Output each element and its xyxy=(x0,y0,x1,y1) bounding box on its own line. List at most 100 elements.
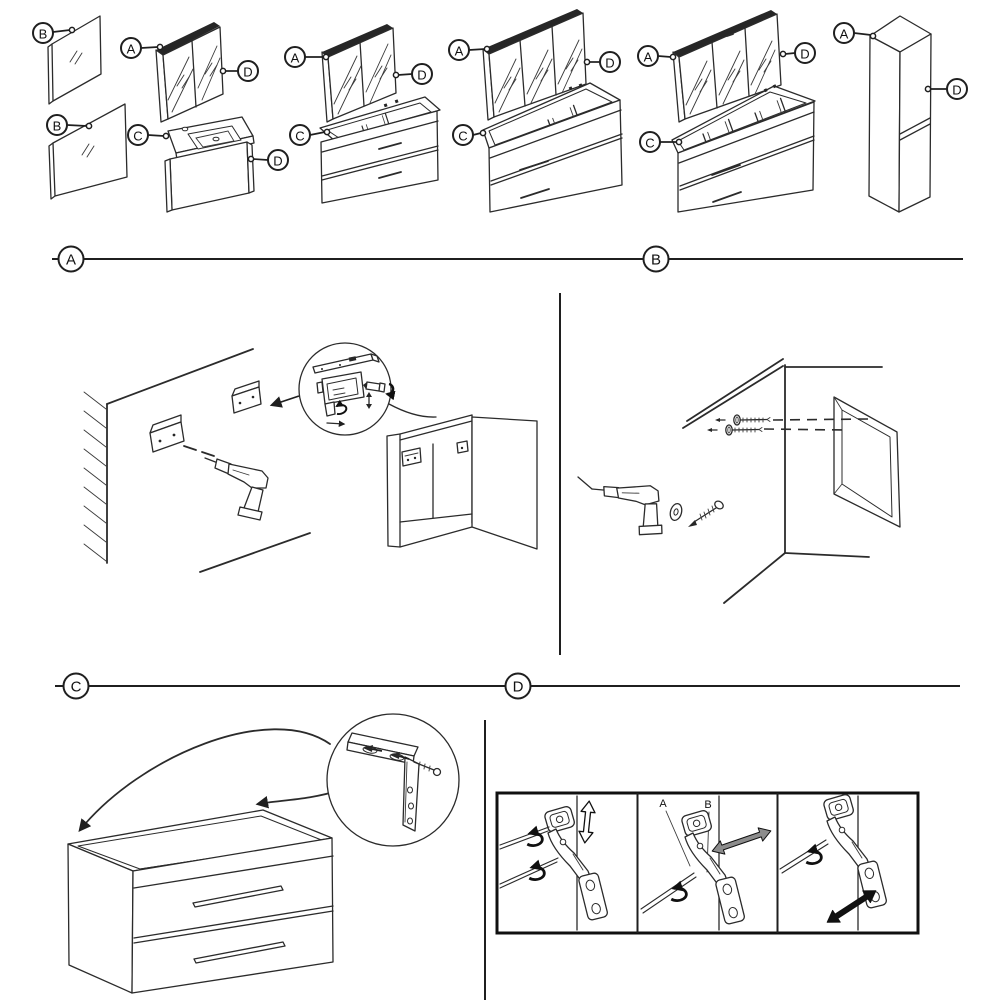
slot-adjust-arrows xyxy=(363,745,410,760)
corner-bracket-magnifier xyxy=(326,713,460,847)
section-marker-b: B xyxy=(642,245,670,273)
callout-c-vanity: C xyxy=(639,131,683,153)
product-row: B B A D xyxy=(32,9,968,213)
callout-d-mirror-cabinet-door: D xyxy=(392,63,433,85)
floor-line xyxy=(199,532,311,573)
svg-text:D: D xyxy=(800,47,809,62)
screw-anchor-icon xyxy=(706,424,763,436)
bracket-detail-magnifier xyxy=(298,342,396,436)
hinge-label-b: B xyxy=(704,799,711,811)
callout-letter: B xyxy=(39,27,48,42)
svg-text:A: A xyxy=(644,50,653,65)
svg-text:B: B xyxy=(53,119,62,134)
svg-text:D: D xyxy=(605,56,614,71)
hanger-left xyxy=(401,447,422,467)
screwdriver-icon xyxy=(779,839,829,874)
mirror-cabinet-3-door xyxy=(482,9,587,121)
vanity-double-basin xyxy=(671,84,816,213)
svg-text:A: A xyxy=(127,42,136,57)
tall-cabinet xyxy=(868,15,932,213)
room-corner xyxy=(682,358,883,604)
cabinet-hanger-fitting xyxy=(316,371,365,417)
callout-d-tall-cabinet-door: D xyxy=(924,78,968,100)
cabinet-back-view xyxy=(386,414,538,550)
svg-text:C: C xyxy=(645,136,654,151)
hinge-label-a: A xyxy=(659,798,667,810)
mirror-small xyxy=(47,15,102,105)
vanity-2-drawer xyxy=(319,96,441,204)
corner-bracket xyxy=(346,732,420,832)
rotation-arrow-icon xyxy=(385,382,396,401)
section-marker-c: C xyxy=(62,672,90,700)
callout-a-tall-cabinet: A xyxy=(833,22,877,44)
vanity-cabinet-open-top xyxy=(67,809,334,994)
hanger-right xyxy=(456,440,469,454)
svg-text:D: D xyxy=(513,679,524,696)
callout-a-mirror-cabinet: A xyxy=(120,37,164,59)
callout-b-mirror-large: B xyxy=(46,114,93,136)
bracket-position-arrow-left xyxy=(78,728,331,832)
vanity-with-basin xyxy=(164,116,255,213)
callout-c-vanity: C xyxy=(127,124,170,146)
config-vanity-800: A D C xyxy=(284,24,441,204)
svg-text:A: A xyxy=(840,27,849,42)
callout-d-vanity-door: D xyxy=(247,149,289,171)
section-b-mirror-mounting xyxy=(577,358,901,604)
callout-d-mirror-cabinet-door: D xyxy=(219,60,259,82)
drilling-dashes xyxy=(183,445,215,457)
callout-c-vanity: C xyxy=(452,124,487,146)
horizontal-adjust-arrow xyxy=(326,420,346,427)
vertical-adjust-arrow xyxy=(578,800,596,844)
washer-icon xyxy=(669,503,683,521)
svg-text:C: C xyxy=(71,679,82,696)
detail-pointer-arrow xyxy=(269,395,300,408)
drawer-handle-bottom xyxy=(193,941,286,964)
svg-text:A: A xyxy=(455,44,464,59)
callout-b-mirror-small: B xyxy=(32,22,76,44)
svg-text:D: D xyxy=(952,83,961,98)
adjustment-screw xyxy=(363,381,396,401)
hinge-panel-depth-adjust xyxy=(779,792,888,931)
section-marker-d: D xyxy=(504,672,532,700)
label-a-leader xyxy=(665,810,691,867)
svg-text:A: A xyxy=(66,252,76,269)
section-marker-a: A xyxy=(57,245,85,273)
vanity-2-drawer-wide xyxy=(482,82,623,213)
mirror-cabinet-2-door xyxy=(155,22,224,123)
drill-icon xyxy=(204,457,269,521)
config-double-vanity-1200: A D C xyxy=(637,10,816,213)
callout-a-mirror-cabinet: A xyxy=(637,45,677,67)
section-header-ab: A B xyxy=(52,245,963,273)
bracket-screw-icon xyxy=(413,761,442,777)
mirror-cabinet-3-door xyxy=(672,10,782,123)
side-adjust-arrow xyxy=(711,827,772,855)
section-c-corner-brackets xyxy=(67,713,460,994)
wall-bracket-right xyxy=(231,380,262,414)
config-tall-cabinet: A D xyxy=(833,15,968,213)
svg-text:B: B xyxy=(651,252,661,269)
svg-text:A: A xyxy=(291,51,300,66)
wall-hatching xyxy=(83,391,107,562)
callout-c-vanity: C xyxy=(289,124,331,146)
mirror-cabinet-2-door xyxy=(321,24,397,123)
mirror-frame xyxy=(833,396,901,528)
section-d-hinge-adjustment: A B xyxy=(495,791,920,935)
hinge-panel-vertical-adjust xyxy=(499,795,609,931)
svg-text:C: C xyxy=(295,129,304,144)
alignment-dashes-bottom xyxy=(763,428,844,431)
callout-d-mirror-cabinet-door: D xyxy=(779,42,816,64)
mirror-large xyxy=(48,103,128,200)
config-vanity-1000: A D C xyxy=(448,9,623,213)
svg-text:D: D xyxy=(417,68,426,83)
screw-anchor-icon xyxy=(714,414,771,426)
screw-icon xyxy=(688,500,724,527)
drill-icon xyxy=(577,470,671,550)
svg-text:D: D xyxy=(243,65,252,80)
magnifier-leader-curve xyxy=(388,403,437,418)
hanging-rail xyxy=(312,353,380,374)
hinge-panel-side-adjust: A B xyxy=(640,795,772,931)
svg-text:C: C xyxy=(133,129,142,144)
svg-text:C: C xyxy=(458,129,467,144)
wall-bracket-left xyxy=(149,414,185,453)
svg-text:D: D xyxy=(273,154,282,169)
